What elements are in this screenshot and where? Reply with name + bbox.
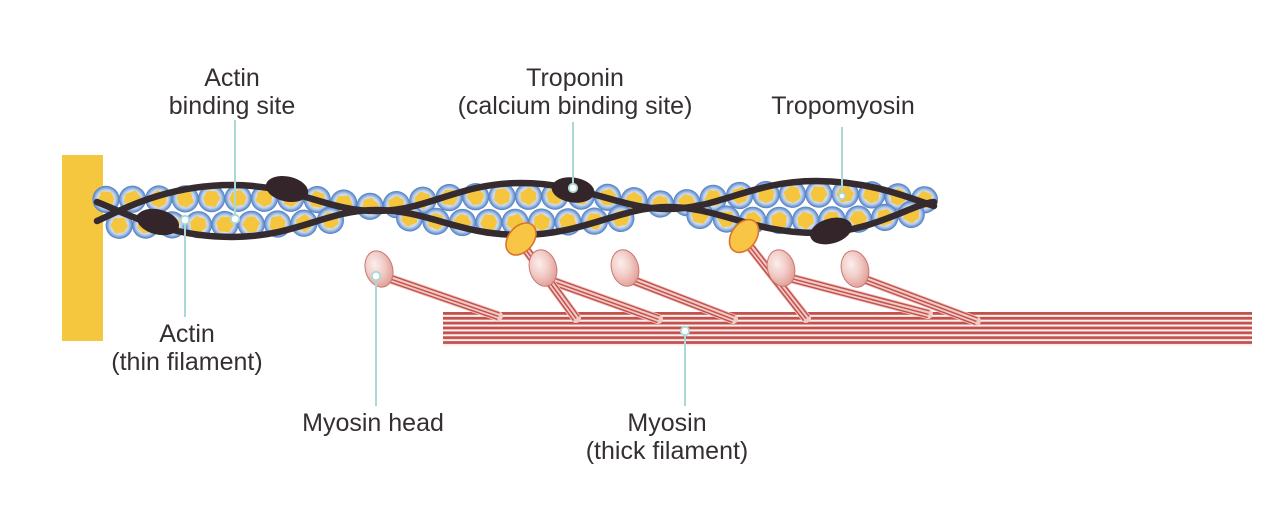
myosin-head xyxy=(610,249,640,287)
myosin-neck-stripe xyxy=(389,281,498,320)
label-actin-thin-filament-line1: Actin xyxy=(159,320,215,348)
myosin-neck-stripe xyxy=(635,277,735,317)
leader-dot xyxy=(567,182,579,194)
label-troponin-line1: Troponin xyxy=(526,64,624,92)
myosin-neck-stripe xyxy=(747,249,805,321)
myosin-neck-stripe xyxy=(633,283,733,323)
troponin-complex xyxy=(810,217,852,245)
label-myosin-thick-filament-line2: (thick filament) xyxy=(586,437,749,465)
myosin-neck-stripe xyxy=(863,278,977,322)
actin-bead xyxy=(351,187,389,226)
bound-myosin-head xyxy=(505,222,537,256)
myosin-neck-stripe xyxy=(552,277,660,317)
label-tropomyosin: Tropomyosin xyxy=(771,92,915,120)
troponin-complex xyxy=(265,175,309,203)
label-actin-binding-site-line2: binding site xyxy=(169,92,295,120)
myosin-head xyxy=(528,249,558,287)
myosin-neck-stripe xyxy=(862,281,976,325)
leader-dot xyxy=(679,325,691,337)
myosin-neck-stripe xyxy=(551,280,659,320)
label-actin-binding-site-line1: Actin xyxy=(204,64,260,92)
myosin-neck-stripe xyxy=(864,275,978,319)
myosin-neck-stripe xyxy=(550,283,658,323)
figure-layer xyxy=(62,120,1252,406)
bound-myosin-head xyxy=(728,218,760,254)
leader-dot xyxy=(229,213,241,225)
leader-dot xyxy=(370,270,382,282)
myosin-neck-stripe xyxy=(390,278,499,317)
myosin-head xyxy=(766,249,796,287)
leader-dot xyxy=(179,214,191,226)
label-myosin-thick-filament-line1: Myosin xyxy=(627,409,706,437)
label-myosin-head: Myosin head xyxy=(302,409,444,437)
myosin-neck-stripe xyxy=(789,277,929,315)
myosin-neck-stripe xyxy=(634,280,734,320)
myosin-head xyxy=(840,250,870,288)
myosin-neck-stripe xyxy=(391,275,500,314)
troponin-complex xyxy=(136,208,180,236)
label-actin-thin-filament-line2: (thin filament) xyxy=(111,348,262,376)
myosin-thick-filament xyxy=(443,312,1252,346)
myosin-neck-stripe xyxy=(788,280,928,319)
label-troponin-line2: (calcium binding site) xyxy=(458,92,693,120)
tropomyosin-strand xyxy=(93,177,938,225)
z-disc xyxy=(62,155,103,341)
myosin-neck-stripe xyxy=(790,273,930,312)
leader-dot xyxy=(838,192,846,200)
